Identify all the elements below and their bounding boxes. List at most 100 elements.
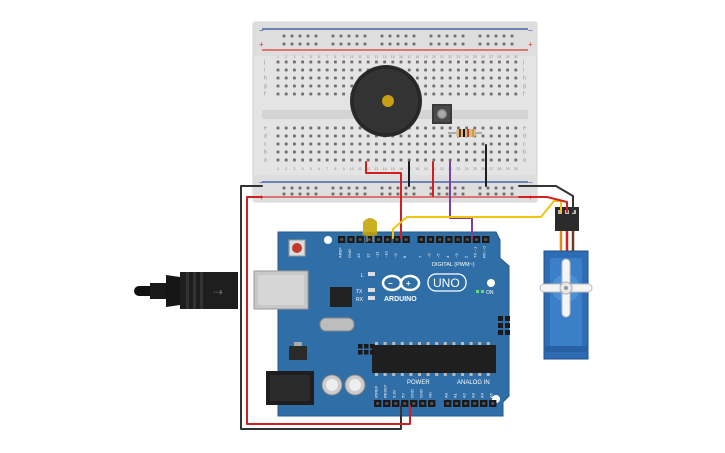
- micro-servo[interactable]: [539, 207, 593, 360]
- usb-controller-chip: [330, 287, 352, 307]
- column-label: 13: [374, 55, 378, 59]
- model-badge: [427, 273, 467, 292]
- wires: [240, 144, 574, 430]
- column-label: 23: [456, 55, 460, 59]
- servo-horn[interactable]: [539, 258, 593, 318]
- column-label: 14: [383, 167, 387, 171]
- rail-holes-top: [282, 34, 514, 46]
- column-label: 12: [366, 167, 370, 171]
- analog-pin-label: A5: [489, 392, 494, 398]
- power-pin-label: RESET: [383, 384, 388, 398]
- column-label: 15: [391, 55, 395, 59]
- power-pin-label: IOREF: [374, 385, 379, 398]
- row-label: f: [523, 92, 525, 98]
- digital-pin-label: 8: [402, 255, 407, 258]
- power-pin-label: GND: [419, 389, 424, 398]
- column-label: 4: [302, 167, 304, 171]
- analog-pin-label: A3: [471, 392, 476, 398]
- power-pin-label: 3.3V: [392, 389, 397, 398]
- row-label: e: [264, 126, 267, 132]
- row-label: j: [522, 60, 524, 66]
- column-label: 20: [432, 55, 436, 59]
- rail-minus-symbol: −: [528, 26, 533, 35]
- row-label: j: [263, 60, 265, 66]
- pushbutton[interactable]: [432, 104, 452, 124]
- column-label: 23: [456, 167, 460, 171]
- column-label: 10: [350, 167, 354, 171]
- digital-pin-label: ~5: [436, 253, 441, 258]
- column-label: 28: [497, 55, 501, 59]
- column-label: 11: [358, 55, 362, 59]
- svg-text:+: +: [406, 279, 411, 288]
- mounting-hole: [324, 236, 332, 244]
- row-label: h: [264, 76, 267, 82]
- column-label: 4: [302, 55, 304, 59]
- power-label: POWER: [407, 380, 430, 386]
- column-label: 16: [399, 55, 403, 59]
- column-label: 2: [285, 55, 287, 59]
- usb-icon: ⇢: [213, 285, 223, 299]
- row-label: c: [523, 142, 526, 148]
- column-label: 16: [399, 167, 403, 171]
- rail-minus-symbol: −: [259, 26, 264, 35]
- row-label: g: [264, 84, 267, 90]
- resistor[interactable]: [448, 129, 482, 137]
- analog-pin-label: A0: [444, 392, 449, 398]
- row-label: h: [523, 76, 526, 82]
- capacitor: [344, 374, 366, 396]
- column-label: 21: [440, 55, 444, 59]
- piezo-buzzer[interactable]: [350, 65, 422, 137]
- row-label: i: [264, 68, 265, 74]
- column-label: 6: [318, 167, 320, 171]
- digital-pin-label: ~11: [375, 251, 380, 258]
- digital-pin-label: ~9: [393, 253, 398, 258]
- arduino-logo: − +: [381, 274, 421, 292]
- voltage-regulator: [289, 346, 307, 360]
- svg-text:TX: TX: [356, 289, 363, 295]
- column-label: 18: [415, 55, 419, 59]
- row-label: d: [264, 134, 267, 140]
- digital-pin-label: 12: [365, 253, 370, 258]
- digital-pin-label: 7: [417, 255, 422, 258]
- row-label: c: [264, 142, 267, 148]
- power-pin-header[interactable]: [374, 400, 436, 407]
- led-yellow[interactable]: [362, 218, 378, 242]
- column-label: 25: [473, 55, 477, 59]
- column-label: 28: [497, 167, 501, 171]
- column-label: 24: [465, 55, 469, 59]
- column-label: 1: [277, 167, 279, 171]
- led-rx-indicator: RX: [356, 296, 375, 303]
- column-label: 26: [481, 167, 485, 171]
- power-pin-label: Vin: [428, 392, 433, 398]
- svg-text:ON: ON: [486, 290, 494, 296]
- column-label: 26: [481, 55, 485, 59]
- wire-red: [365, 161, 402, 239]
- column-label: 24: [465, 167, 469, 171]
- rail-minus-symbol: −: [259, 178, 264, 187]
- usb-port[interactable]: [253, 270, 309, 310]
- column-label: 15: [391, 167, 395, 171]
- rail-plus-symbol: +: [528, 40, 533, 49]
- column-label: 27: [489, 167, 493, 171]
- usb-cable[interactable]: ⇢: [134, 272, 238, 309]
- dc-power-jack[interactable]: [266, 371, 314, 405]
- analog-pin-label: A2: [462, 392, 467, 398]
- digital-pin-header[interactable]: [338, 236, 490, 243]
- column-label: 5: [310, 55, 312, 59]
- row-label: g: [523, 84, 526, 90]
- row-label: e: [523, 126, 526, 132]
- column-label: 9: [343, 55, 345, 59]
- column-label: 30: [514, 55, 518, 59]
- led-on-indicator: ON: [476, 290, 494, 296]
- reset-button[interactable]: [288, 239, 306, 257]
- column-label: 19: [424, 55, 428, 59]
- wire-red-servo: [518, 196, 568, 213]
- digital-pin-label: RX←0: [482, 245, 487, 258]
- analog-pin-label: A1: [453, 392, 458, 398]
- digital-pin-label: TX→1: [473, 246, 478, 258]
- icsp-header: [358, 316, 510, 355]
- analog-pin-header[interactable]: [444, 400, 497, 407]
